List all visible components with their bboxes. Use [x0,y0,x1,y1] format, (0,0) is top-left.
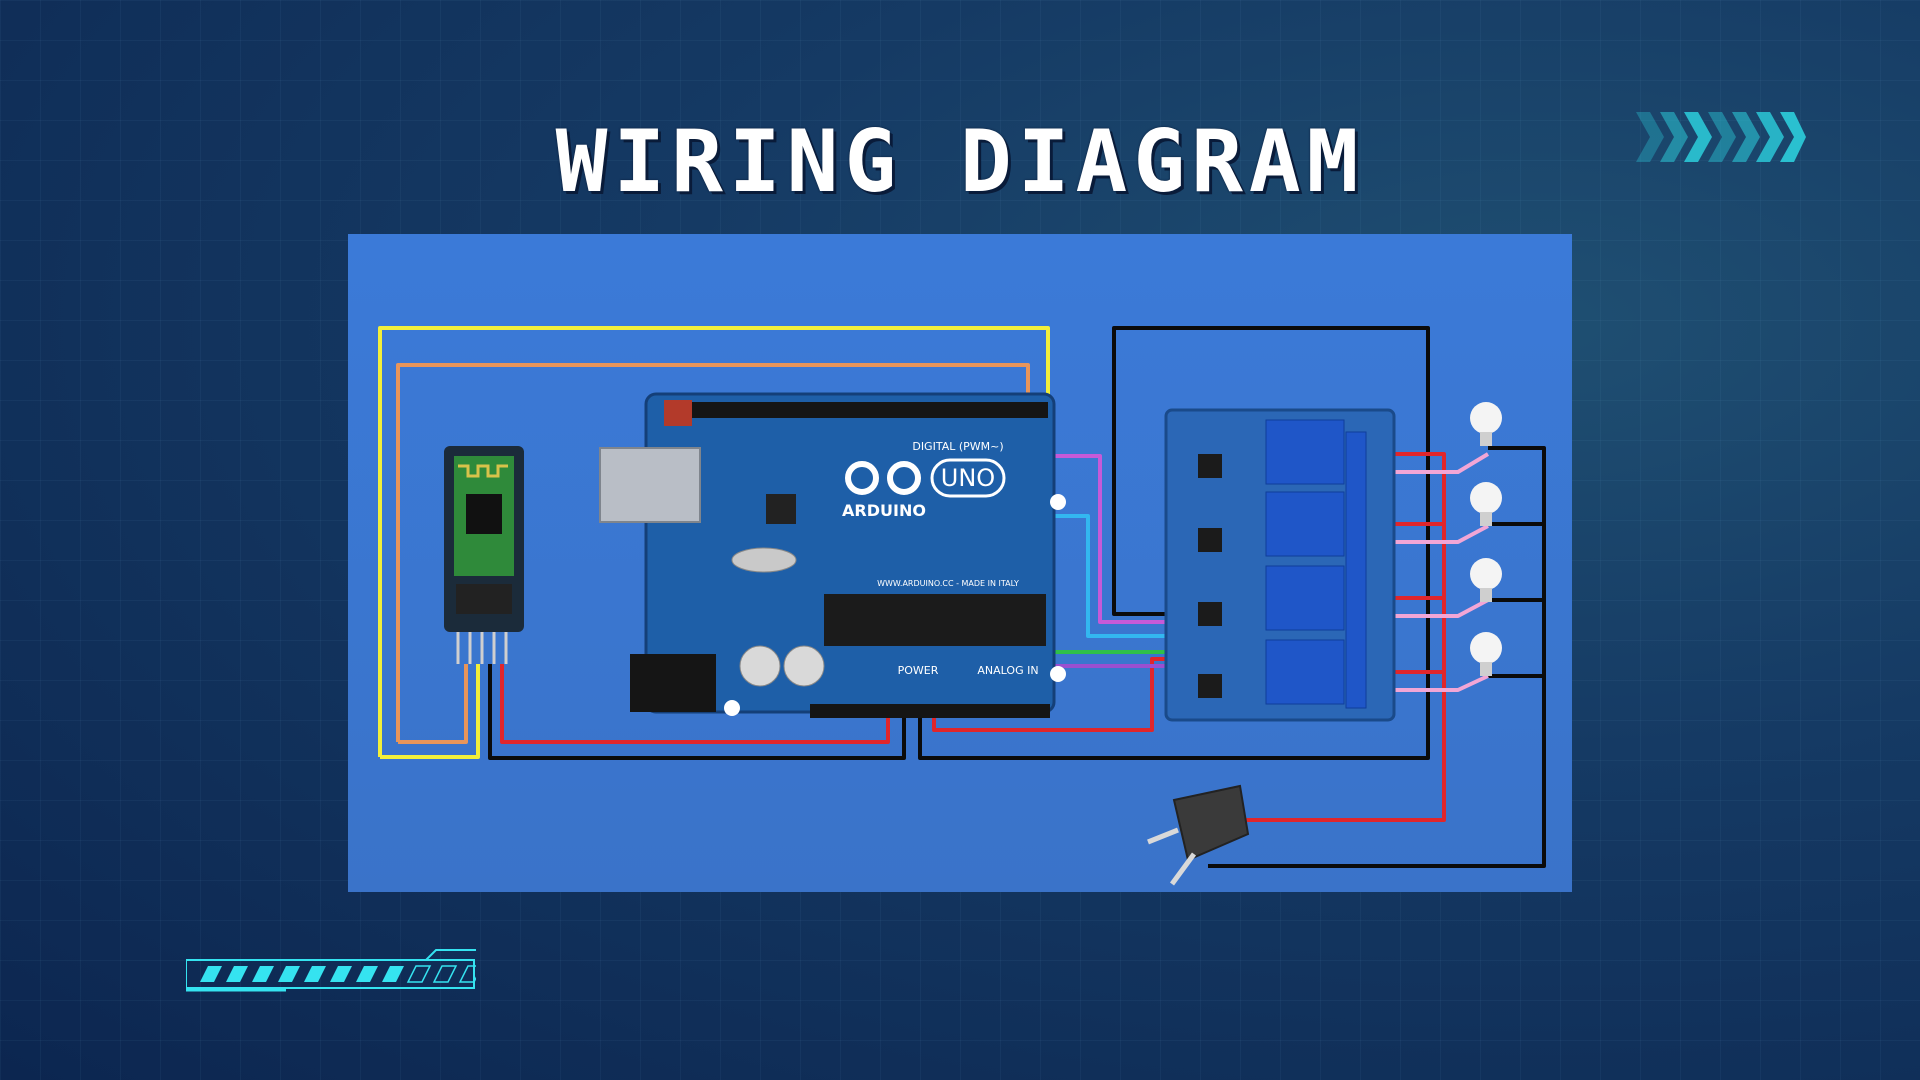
progress-segment [406,965,432,983]
wire-red-bt [500,664,890,744]
power-label: POWER [898,664,939,677]
progress-segment [226,966,248,982]
wire-red-relay [932,657,1184,732]
url-label: WWW.ARDUINO.CC - MADE IN ITALY [877,579,1019,588]
chevrons-decoration [1636,112,1806,162]
light-bulbs [1470,402,1502,676]
progress-segment [458,965,476,983]
progress-segment [278,966,300,982]
wire-black-bt [488,664,906,760]
wiring-diagram-panel: UNO ARDUINO DIGITAL (PWM~) WWW.ARDUINO.C… [348,234,1572,892]
progress-bar [186,949,476,992]
digital-label: DIGITAL (PWM~) [912,440,1003,453]
progress-segments [200,965,476,983]
board-model: UNO [941,464,995,492]
wire-orange [396,363,1030,742]
progress-segment [304,966,326,982]
board-brand: ARDUINO [842,501,926,520]
relay-module [1164,408,1396,722]
slide-title: WIRING DIAGRAM [555,112,1365,212]
wire-black-relay [918,326,1430,760]
arduino-uno-board: UNO ARDUINO DIGITAL (PWM~) WWW.ARDUINO.C… [599,392,1066,718]
wire-black-mains [1208,446,1546,868]
progress-segment [252,966,274,982]
power-plug [1147,784,1250,886]
wire-yellow [378,326,1050,757]
progress-segment [382,966,404,982]
progress-segment [432,965,458,983]
bluetooth-module [444,446,524,664]
progress-segment [330,966,352,982]
progress-segment [356,966,378,982]
wiring-diagram: UNO ARDUINO DIGITAL (PWM~) WWW.ARDUINO.C… [378,326,1546,886]
wire-yellow-bt [380,664,480,759]
wire-orange-bt [398,664,468,744]
analog-label: ANALOG IN [977,664,1038,677]
progress-segment [200,966,222,982]
